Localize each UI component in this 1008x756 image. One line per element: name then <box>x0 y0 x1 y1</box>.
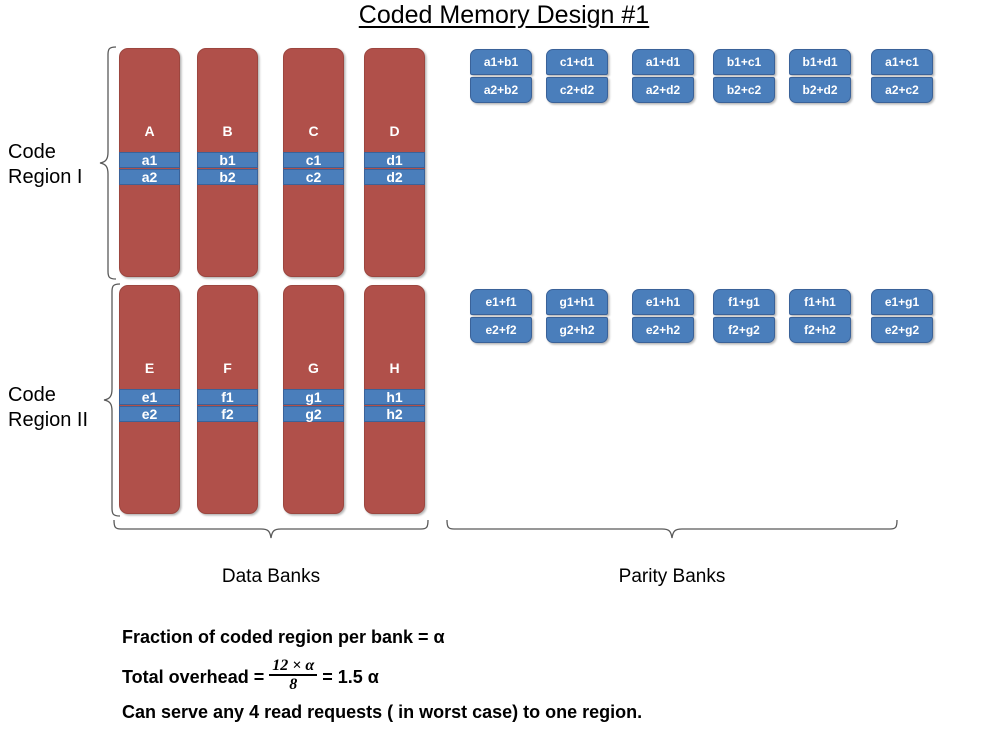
data-bank-G-stripe-2[interactable]: g2 <box>283 406 344 422</box>
parity-box-r1-6-bottom[interactable]: a2+c2 <box>871 77 933 103</box>
parity-box-r2-1-top[interactable]: e1+f1 <box>470 289 532 315</box>
parity-box-r1-4-bottom[interactable]: b2+c2 <box>713 77 775 103</box>
parity-box-r2-5-top[interactable]: f1+h1 <box>789 289 851 315</box>
parity-box-r1-3-top[interactable]: a1+d1 <box>632 49 694 75</box>
region-i-label: Code Region I <box>8 140 83 190</box>
data-bank-E-label: E <box>144 360 155 376</box>
page-title: Coded Memory Design #1 <box>0 0 1008 30</box>
data-bank-G-label: G <box>308 360 319 376</box>
parity-box-r2-5-bottom[interactable]: f2+h2 <box>789 317 851 343</box>
parity-box-r1-3-bottom[interactable]: a2+d2 <box>632 77 694 103</box>
data-bank-A-stripe-1[interactable]: a1 <box>119 152 180 168</box>
parity-box-r1-6-top[interactable]: a1+c1 <box>871 49 933 75</box>
parity-banks-label: Parity Banks <box>618 566 726 587</box>
parity-box-r1-1-bottom[interactable]: a2+b2 <box>470 77 532 103</box>
parity-box-r1-2-bottom[interactable]: c2+d2 <box>546 77 608 103</box>
note-total-overhead-prefix: Total overhead = <box>122 666 265 687</box>
parity-box-r2-3-top[interactable]: e1+h1 <box>632 289 694 315</box>
notes-block: Fraction of coded region per bank = α To… <box>122 626 922 733</box>
data-bank-B-label: B <box>222 123 233 139</box>
parity-box-r2-1-bottom[interactable]: e2+f2 <box>470 317 532 343</box>
data-bank-F-stripe-2[interactable]: f2 <box>197 406 258 422</box>
data-bank-C-stripe-1[interactable]: c1 <box>283 152 344 168</box>
data-bank-H-stripe-2[interactable]: h2 <box>364 406 425 422</box>
fraction-bar <box>269 674 318 676</box>
data-bank-D-stripe-2[interactable]: d2 <box>364 169 425 185</box>
note-read-requests: Can serve any 4 read requests ( in worst… <box>122 702 643 722</box>
parity-box-r2-4-top[interactable]: f1+g1 <box>713 289 775 315</box>
parity-box-r1-5-bottom[interactable]: b2+d2 <box>789 77 851 103</box>
parity-banks-brace <box>446 519 898 539</box>
data-bank-D-label: D <box>389 123 400 139</box>
parity-box-r1-1-top[interactable]: a1+b1 <box>470 49 532 75</box>
data-bank-H-label: H <box>389 360 400 376</box>
note-total-overhead: Total overhead = 12 × α 8 = 1.5 α <box>122 657 922 695</box>
overhead-fraction: 12 × α 8 <box>269 657 318 694</box>
parity-box-r2-3-bottom[interactable]: e2+h2 <box>632 317 694 343</box>
region-ii-label-line2: Region II <box>8 409 89 431</box>
data-bank-F-label: F <box>223 360 232 376</box>
data-bank-A-label: A <box>144 123 155 139</box>
region-i-label-line1: Code <box>8 141 56 163</box>
data-bank-A-stripe-2[interactable]: a2 <box>119 169 180 185</box>
parity-box-r2-6-top[interactable]: e1+g1 <box>871 289 933 315</box>
page-title-text: Coded Memory Design #1 <box>358 1 650 29</box>
data-bank-G-stripe-1[interactable]: g1 <box>283 389 344 405</box>
parity-box-r2-6-bottom[interactable]: e2+g2 <box>871 317 933 343</box>
region-ii-label: Code Region II <box>8 383 88 433</box>
data-bank-B-stripe-2[interactable]: b2 <box>197 169 258 185</box>
parity-box-r2-4-bottom[interactable]: f2+g2 <box>713 317 775 343</box>
note-total-overhead-suffix: = 1.5 α <box>322 666 379 687</box>
overhead-numerator: 12 × α <box>272 657 315 674</box>
data-bank-C-stripe-2[interactable]: c2 <box>283 169 344 185</box>
data-bank-F-stripe-1[interactable]: f1 <box>197 389 258 405</box>
parity-box-r1-2-top[interactable]: c1+d1 <box>546 49 608 75</box>
data-banks-label: Data Banks <box>221 566 321 587</box>
data-bank-H-stripe-1[interactable]: h1 <box>364 389 425 405</box>
data-bank-B-stripe-1[interactable]: b1 <box>197 152 258 168</box>
region-ii-label-line1: Code <box>8 384 56 406</box>
data-bank-D-stripe-1[interactable]: d1 <box>364 152 425 168</box>
overhead-denominator: 8 <box>289 676 298 693</box>
region-i-brace <box>99 46 117 280</box>
data-bank-C-label: C <box>308 123 319 139</box>
parity-box-r2-2-bottom[interactable]: g2+h2 <box>546 317 608 343</box>
data-banks-brace <box>113 519 429 539</box>
region-ii-brace <box>103 283 121 517</box>
note-fraction-alpha: Fraction of coded region per bank = α <box>122 627 445 647</box>
parity-box-r1-5-top[interactable]: b1+d1 <box>789 49 851 75</box>
region-i-label-line2: Region I <box>8 166 83 188</box>
parity-box-r1-4-top[interactable]: b1+c1 <box>713 49 775 75</box>
parity-box-r2-2-top[interactable]: g1+h1 <box>546 289 608 315</box>
data-bank-E-stripe-2[interactable]: e2 <box>119 406 180 422</box>
data-bank-E-stripe-1[interactable]: e1 <box>119 389 180 405</box>
